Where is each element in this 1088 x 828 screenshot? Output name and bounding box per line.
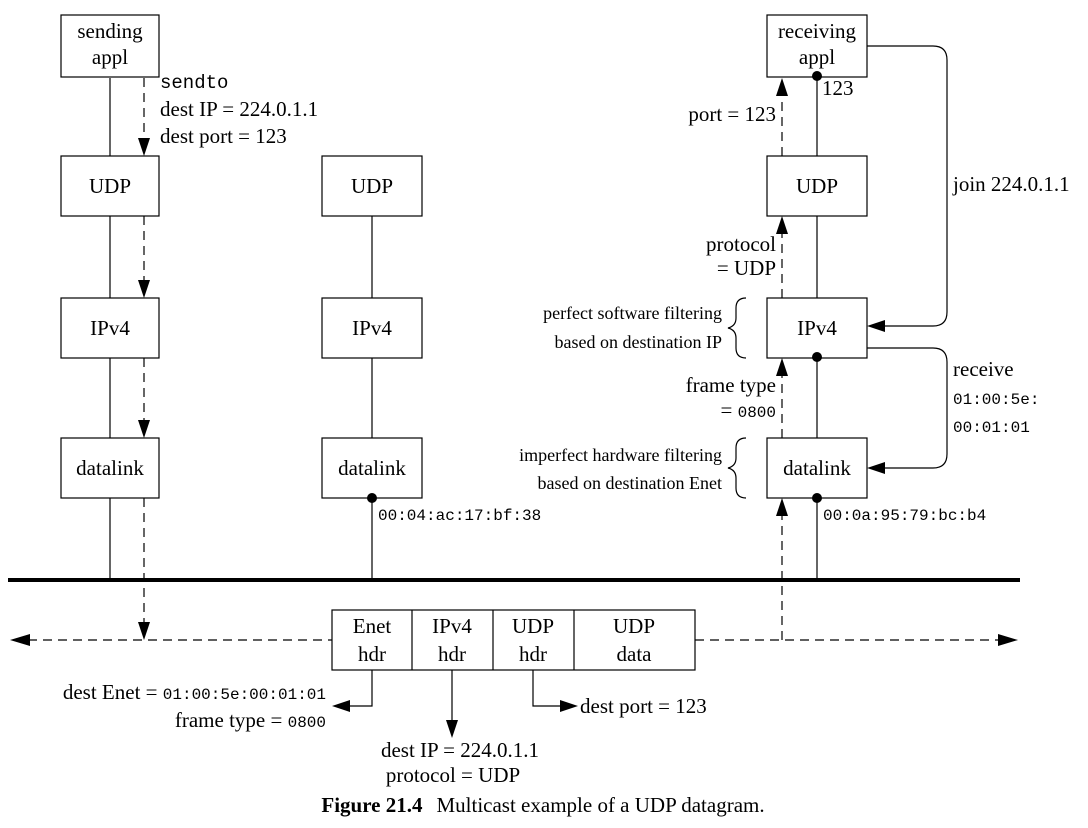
sendto-call: sendto: [160, 72, 228, 94]
sender-datalink-box: [60, 437, 160, 499]
receive-line: [867, 347, 948, 469]
frame-enet-hdr-2: hdr: [358, 642, 386, 666]
sender-udp-label: UDP: [89, 174, 131, 198]
receiver-port-number: 123: [822, 76, 854, 100]
receiver-udp-label: UDP: [796, 174, 838, 198]
receiver-ipv4-dot: [812, 352, 822, 362]
caption-label: Figure 21.4: [321, 793, 423, 817]
sender-appl-label-2: appl: [92, 45, 128, 69]
propagation-right-arrow: [998, 634, 1018, 646]
join-arrowhead: [867, 320, 885, 332]
receiver-appl-box: [766, 14, 868, 78]
udp-hdr-callout: [532, 670, 560, 707]
receiver-datalink-label: datalink: [783, 456, 851, 480]
ethernet-frame: Enet hdr IPv4 hdr UDP hdr UDP data: [331, 609, 696, 738]
receive-arrowhead: [867, 462, 885, 474]
receiver-datalink-box: [766, 437, 868, 499]
middle-udp-box: [321, 155, 423, 217]
receiver-ipv4-label: IPv4: [797, 316, 837, 340]
receive-address-2: 00:01:01: [953, 419, 1030, 437]
receiver-udp-box: [766, 155, 868, 217]
multicast-propagation-line: [10, 634, 1018, 646]
receiver-protocol-label-2: = UDP: [717, 256, 776, 280]
propagation-left-arrow: [10, 634, 30, 646]
caption-text: Multicast example of a UDP datagram.: [436, 793, 764, 817]
middle-datalink-label: datalink: [338, 456, 406, 480]
sendto-dest-port: dest port = 123: [160, 124, 287, 148]
middle-udp-label: UDP: [351, 174, 393, 198]
sw-filter-brace: [727, 297, 747, 359]
join-line: [867, 45, 948, 327]
frame-ipv4-hdr-1: IPv4: [432, 614, 472, 638]
dest-enet-label: dest Enet = 01:00:5e:00:01:01: [63, 680, 326, 704]
receiver-appl-label-2: appl: [799, 45, 835, 69]
dest-port-label: dest port = 123: [580, 694, 707, 718]
hw-filter-label-1: imperfect hardware filtering: [519, 445, 722, 465]
figure-caption: Figure 21.4 Multicast example of a UDP da…: [321, 793, 764, 817]
receive-address-1: 01:00:5e:: [953, 391, 1039, 409]
receiver-frame-type-label: frame type: [686, 373, 776, 397]
sender-ipv4-box: [60, 297, 160, 359]
frame-udp-data-1: UDP: [613, 614, 655, 638]
sender-ipv4-label: IPv4: [90, 316, 130, 340]
sw-filter-label-2: based on destination IP: [555, 332, 722, 352]
join-label: join 224.0.1.1: [952, 172, 1070, 196]
sender-dashed-path: [138, 78, 150, 640]
frame-udp-hdr-1: UDP: [512, 614, 554, 638]
frame-outline: [331, 609, 696, 671]
frame-udp-data-2: data: [617, 642, 653, 666]
middle-enet-address: 00:04:ac:17:bf:38: [378, 507, 541, 525]
frame-enet-hdr-1: Enet: [353, 614, 392, 638]
sw-filter-label-1: perfect software filtering: [543, 303, 722, 323]
receiver-interface-dot: [812, 493, 822, 503]
sendto-dest-ip: dest IP = 224.0.1.1: [160, 97, 318, 121]
sender-host: sending appl UDP IPv4 datalink sendto de…: [60, 14, 318, 640]
protocol-label: protocol = UDP: [386, 763, 520, 787]
enet-hdr-callout: [350, 670, 373, 707]
receiver-enet-address: 00:0a:95:79:bc:b4: [823, 507, 986, 525]
sender-datalink-label: datalink: [76, 456, 144, 480]
dest-ip-label: dest IP = 224.0.1.1: [381, 738, 539, 762]
receiver-port-label: port = 123: [688, 102, 776, 126]
receiver-ipv4-box: [766, 297, 868, 359]
frame-ipv4-hdr-2: hdr: [438, 642, 466, 666]
middle-ipv4-box: [321, 297, 423, 359]
receiver-port-dot: [812, 71, 822, 81]
hw-filter-brace: [727, 437, 747, 499]
middle-interface-dot: [367, 493, 377, 503]
sender-appl-label-1: sending: [77, 19, 143, 43]
frame-udp-hdr-2: hdr: [519, 642, 547, 666]
middle-datalink-box: [321, 437, 423, 499]
receiver-host: receiving appl 123 UDP IPv4 datalink 00:…: [519, 14, 1070, 640]
sender-udp-box: [60, 155, 160, 217]
receiver-protocol-label-1: protocol: [706, 232, 776, 256]
receiver-frame-type-value: = 0800: [721, 398, 777, 422]
sender-appl-box: [60, 14, 160, 78]
frame-type-label: frame type = 0800: [175, 708, 326, 732]
receive-label: receive: [953, 357, 1014, 381]
middle-host: UDP IPv4 datalink 00:04:ac:17:bf:38: [321, 155, 541, 580]
receiver-appl-label-1: receiving: [778, 19, 857, 43]
hw-filter-label-2: based on destination Enet: [538, 473, 722, 493]
receiver-dashed-path: [776, 78, 788, 640]
middle-ipv4-label: IPv4: [352, 316, 392, 340]
